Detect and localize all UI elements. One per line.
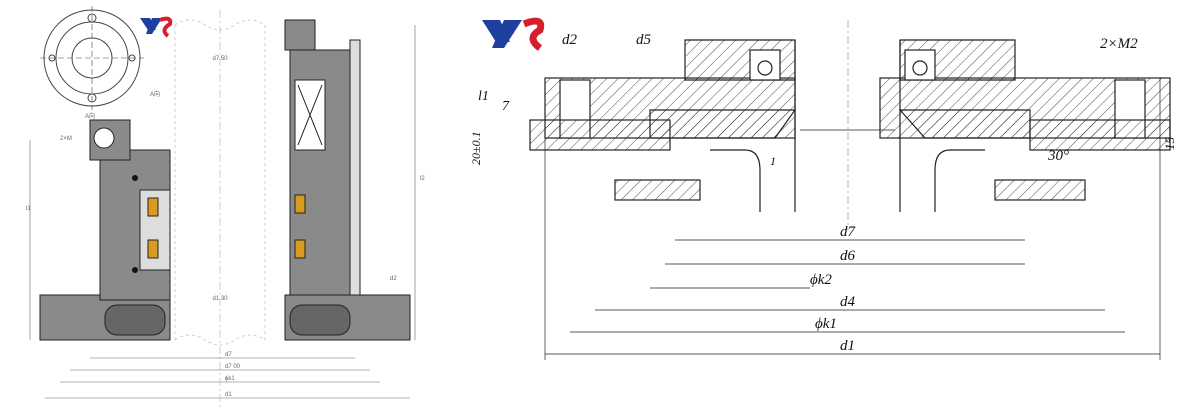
left-drawing-svg: A向 A向 d7 xyxy=(26,6,425,410)
label-l1: l1 xyxy=(478,89,489,104)
label-tolerance: 20±0.1 xyxy=(470,131,483,165)
left-seal-drawing: A向 A向 d7 xyxy=(0,0,440,418)
label-d5: d5 xyxy=(636,32,652,48)
dim-d1-left: d1 xyxy=(225,392,232,398)
dim-d7: d7 xyxy=(225,352,232,358)
left-section xyxy=(39,119,171,341)
dim-k1: ϕk1 xyxy=(225,376,235,382)
dim-2m: 2×M xyxy=(60,136,72,142)
label-k2: ϕk2 xyxy=(810,272,832,288)
label-d7: d7 xyxy=(840,224,857,240)
brand-logo xyxy=(482,17,545,51)
label-7: 7 xyxy=(502,99,510,114)
brand-logo-small xyxy=(140,16,173,38)
label-1: 1 xyxy=(770,154,776,168)
center-bore xyxy=(794,20,901,230)
a-view-label: A向 xyxy=(150,90,160,98)
dim-d7-00: d7 00 xyxy=(225,364,241,370)
left-dimensions xyxy=(29,25,416,399)
label-d1: d1 xyxy=(840,338,855,354)
dim-d7-50: d7 50 xyxy=(212,56,228,62)
label-k1: ϕk1 xyxy=(815,316,837,332)
shaft-ghost xyxy=(174,19,266,346)
flange-top-view xyxy=(40,6,144,110)
dim-l1: l1 xyxy=(26,206,31,212)
a-view-label-2: A向 xyxy=(85,112,95,120)
label-d6: d6 xyxy=(840,248,856,264)
label-15: 15 xyxy=(1162,137,1177,151)
label-2xm2: 2×M2 xyxy=(1100,36,1138,52)
lower-ring xyxy=(529,119,1171,212)
dim-l2: l2 xyxy=(420,176,425,182)
dim-d1-30: d1 30 xyxy=(212,296,228,302)
label-d2: d2 xyxy=(562,32,578,48)
label-30deg: 30° xyxy=(1047,148,1069,164)
right-flange-drawing: d2 d5 2×M2 l1 7 20±0.1 15 1 30° d7 d6 ϕk… xyxy=(470,0,1200,418)
right-section xyxy=(284,19,411,341)
dim-d2: d2 xyxy=(390,276,397,282)
right-dimensions xyxy=(544,78,1161,360)
right-drawing-svg: d2 d5 2×M2 l1 7 20±0.1 15 1 30° d7 d6 ϕk… xyxy=(470,17,1177,360)
label-d4: d4 xyxy=(840,294,856,310)
